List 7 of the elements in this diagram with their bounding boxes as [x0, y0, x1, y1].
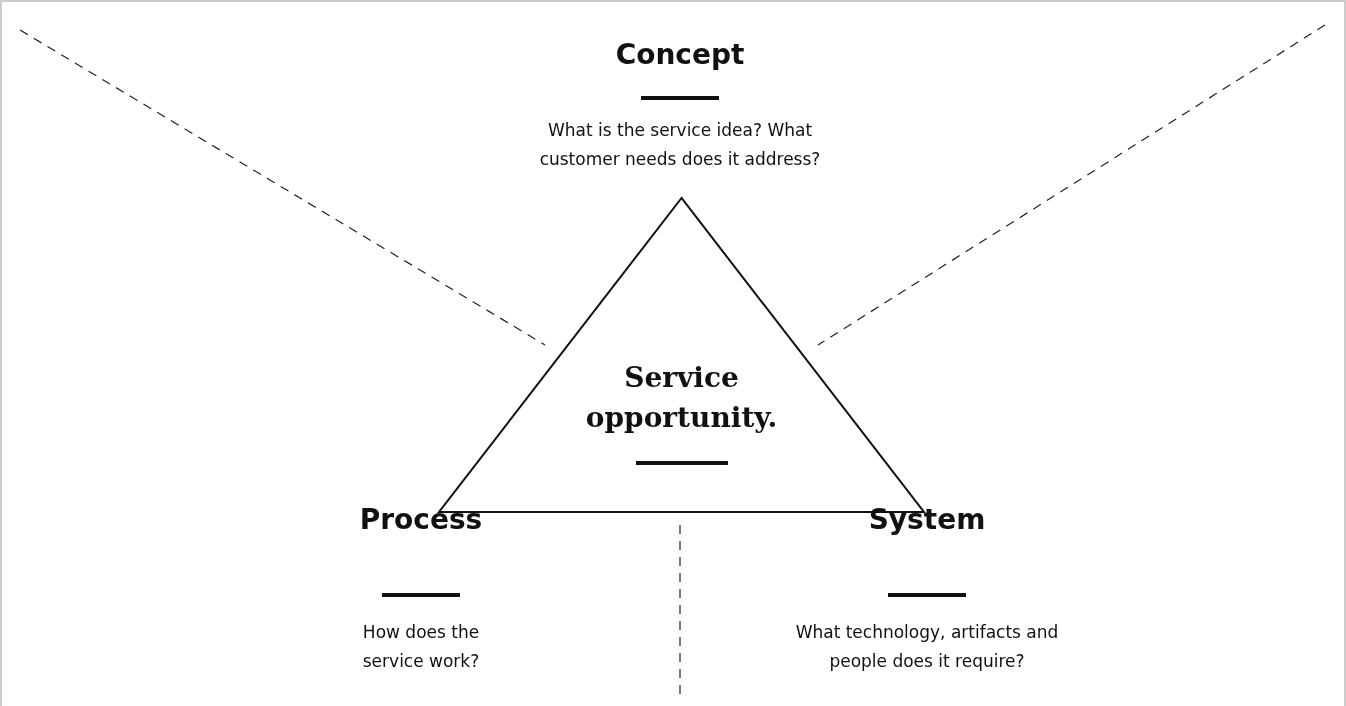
heading: Process — [358, 503, 484, 536]
heading: Concept — [614, 38, 746, 71]
node-title: Service opportunity. — [584, 360, 779, 436]
description-text: How does the service work? — [361, 621, 481, 673]
heading: System — [867, 503, 987, 536]
description-text: What is the service idea? What customer needs does it address? — [538, 119, 822, 171]
description-text: What technology, artifacts and people does it require? — [794, 621, 1060, 673]
